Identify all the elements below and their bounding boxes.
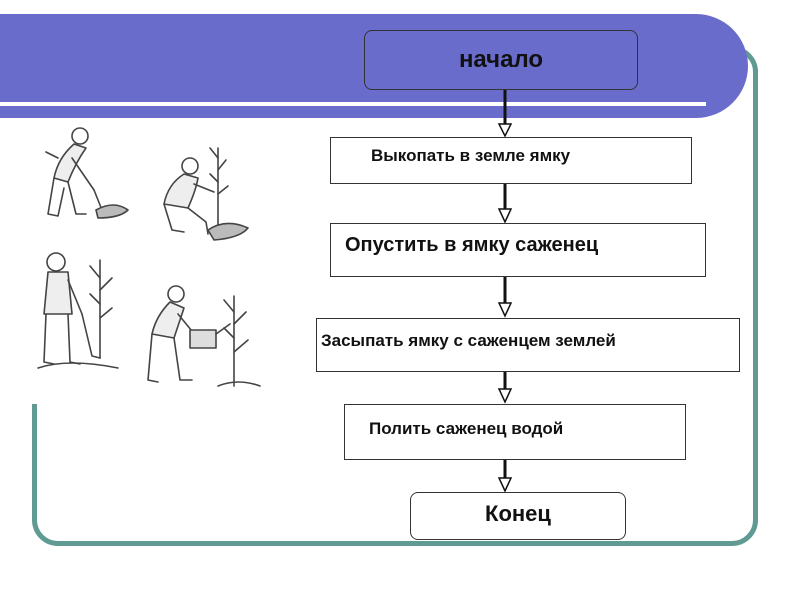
flow-start: начало: [364, 30, 638, 90]
flow-end: Конец: [410, 492, 626, 540]
planting-illustration: [28, 118, 268, 404]
flow-step-3: Засыпать ямку с саженцем землей: [316, 318, 740, 372]
figure-watering: [147, 285, 261, 387]
figure-covering: [37, 252, 119, 369]
flow-step-4: Полить саженец водой: [344, 404, 686, 460]
figure-digging: [45, 127, 129, 219]
flow-step-1: Выкопать в земле ямку: [330, 137, 692, 184]
figure-placing: [163, 147, 249, 241]
planting-sketch-image: [37, 127, 261, 387]
flow-step-2: Опустить в ямку саженец: [330, 223, 706, 277]
header-divider: [0, 102, 706, 106]
